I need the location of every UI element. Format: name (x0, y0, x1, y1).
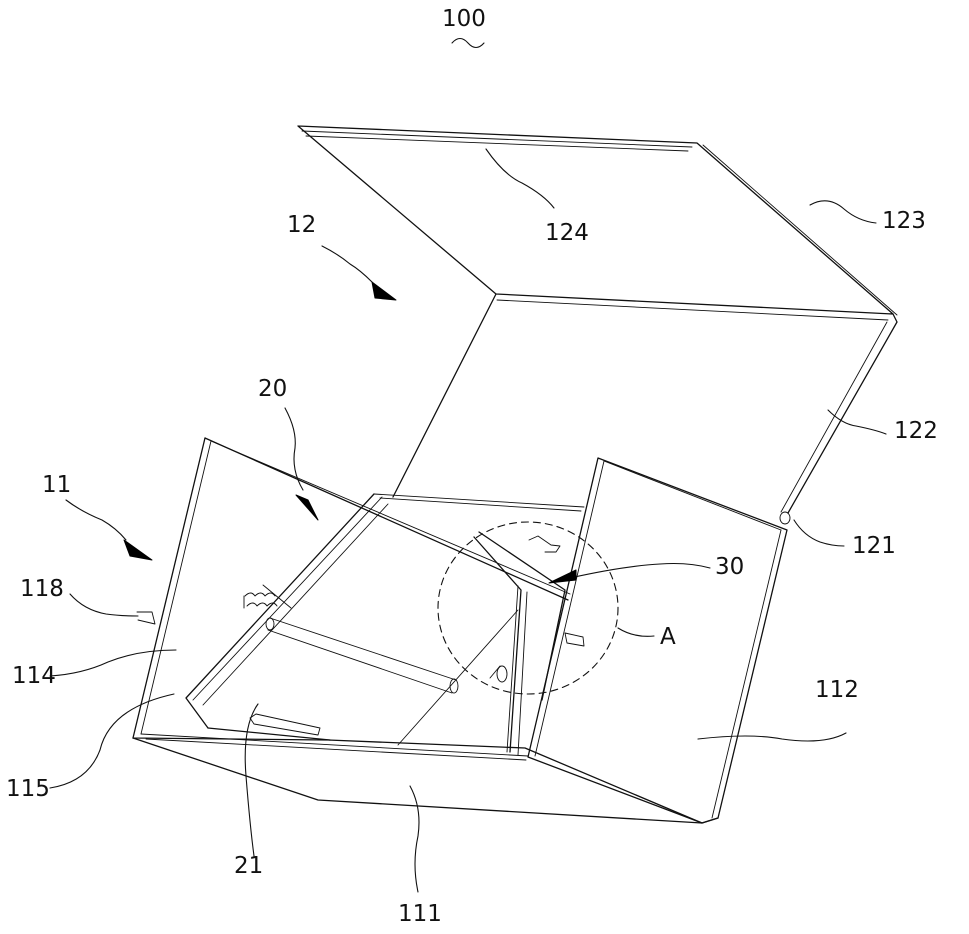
rod-bottom (268, 630, 452, 693)
leader-123 (810, 201, 876, 223)
cover-assembly (298, 126, 897, 524)
latch-bracket-inner (507, 586, 518, 752)
leader-11 (66, 500, 126, 540)
spring (244, 593, 277, 608)
label-115: 115 (6, 776, 50, 802)
assembly-tilde (452, 39, 484, 48)
rod-top (270, 618, 456, 680)
leader-121 (794, 520, 844, 546)
label-114: 114 (12, 663, 56, 689)
leader-30 (570, 564, 710, 579)
leader-a (618, 628, 654, 636)
right-wall-front-inner (535, 461, 604, 756)
detail-circle-a (438, 522, 618, 694)
drawer-flange-inner (193, 497, 382, 700)
label-12: 12 (287, 212, 316, 238)
arrow-11 (124, 540, 152, 560)
label-111: 111 (398, 901, 442, 927)
label-124: 124 (545, 220, 589, 246)
latch-region (438, 522, 618, 755)
slide-block (250, 714, 320, 735)
cavity-back-edge (374, 494, 584, 507)
leader-112 (698, 733, 846, 741)
label-30: 30 (715, 554, 744, 580)
label-123: 123 (882, 208, 926, 234)
rod-end-left (266, 618, 274, 630)
leader-118 (70, 594, 138, 616)
cover-top-panel (298, 126, 893, 314)
label-11: 11 (42, 472, 71, 498)
left-side-wall (133, 438, 718, 823)
left-wall-front-edge (141, 441, 211, 734)
drawer-assembly (186, 494, 518, 745)
bottom-rail-mid (146, 739, 526, 760)
left-wall-top-edge-inner (211, 441, 570, 594)
box-body (133, 438, 787, 823)
rod-end-right (450, 679, 458, 693)
cover-top-edge-inner (302, 131, 692, 147)
cover-front-right (788, 314, 897, 513)
leader-114 (50, 650, 176, 676)
cover-front-panel (393, 294, 496, 497)
latch-pin-shaft (490, 666, 500, 678)
label-100: 100 (442, 6, 486, 32)
label-118: 118 (20, 576, 64, 602)
label-112: 112 (815, 677, 859, 703)
label-121: 121 (852, 533, 896, 559)
leader-12 (322, 246, 372, 282)
arrow-30 (549, 570, 576, 583)
cover-front-right-inner (781, 322, 887, 512)
bottom-rail-top (141, 734, 528, 756)
bottom-wall (133, 738, 702, 823)
leader-115 (50, 694, 174, 788)
latch-clip (529, 536, 560, 552)
label-122: 122 (894, 418, 938, 444)
left-wall-top-edge (205, 438, 568, 600)
latch-tab-right (565, 633, 584, 646)
pin-118 (137, 612, 155, 624)
drawer-flange-inner-2 (203, 504, 388, 705)
leader-21 (245, 704, 258, 856)
cover-fold-line (497, 300, 888, 320)
label-20: 20 (258, 376, 287, 402)
cover-flange-line (306, 136, 688, 151)
leader-111 (410, 786, 419, 892)
drawer-diagonal (398, 610, 518, 745)
arrow-12 (372, 282, 396, 300)
cover-right-edge-inner (703, 145, 897, 315)
leader-122 (828, 410, 886, 434)
arrow-20 (296, 495, 318, 520)
label-a: A (660, 624, 676, 650)
hinge-121 (780, 512, 790, 524)
leader-124 (486, 149, 554, 208)
label-21: 21 (234, 853, 263, 879)
right-wall-top-inner (604, 461, 781, 530)
